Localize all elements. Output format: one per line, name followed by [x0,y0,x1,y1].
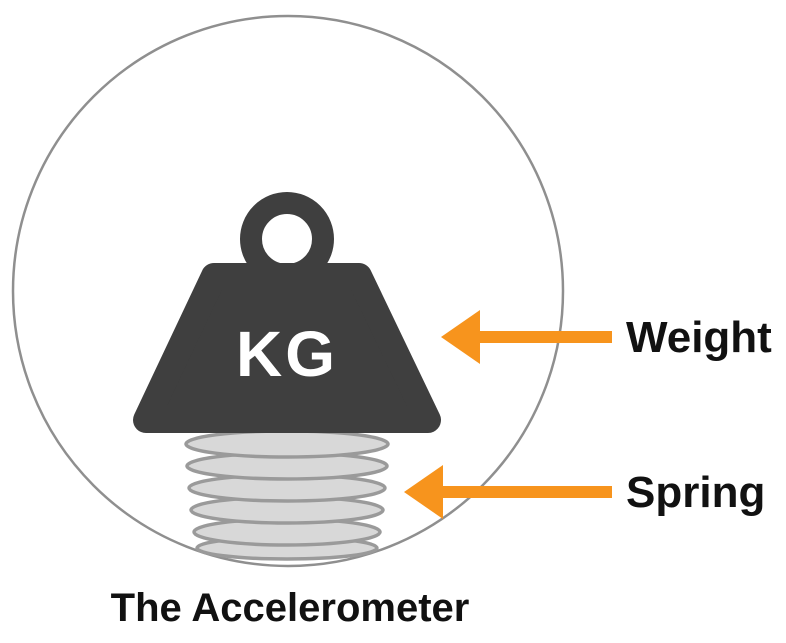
spring-coil [184,429,390,459]
weight-body [133,263,441,433]
diagram-caption: The Accelerometer [111,586,470,630]
weight-kg-label: KG [236,318,338,390]
spring-arrow-shaft [434,486,612,498]
spring-arrow [404,465,612,519]
weight-arrow-shaft [470,331,612,343]
spring-arrow-head [404,465,443,519]
weight-label: Weight [626,313,772,362]
spring-icon [184,429,390,561]
spring-label: Spring [626,468,765,517]
weight-arrow [441,310,612,364]
weight-icon: KG [133,192,441,433]
weight-arrow-head [441,310,480,364]
